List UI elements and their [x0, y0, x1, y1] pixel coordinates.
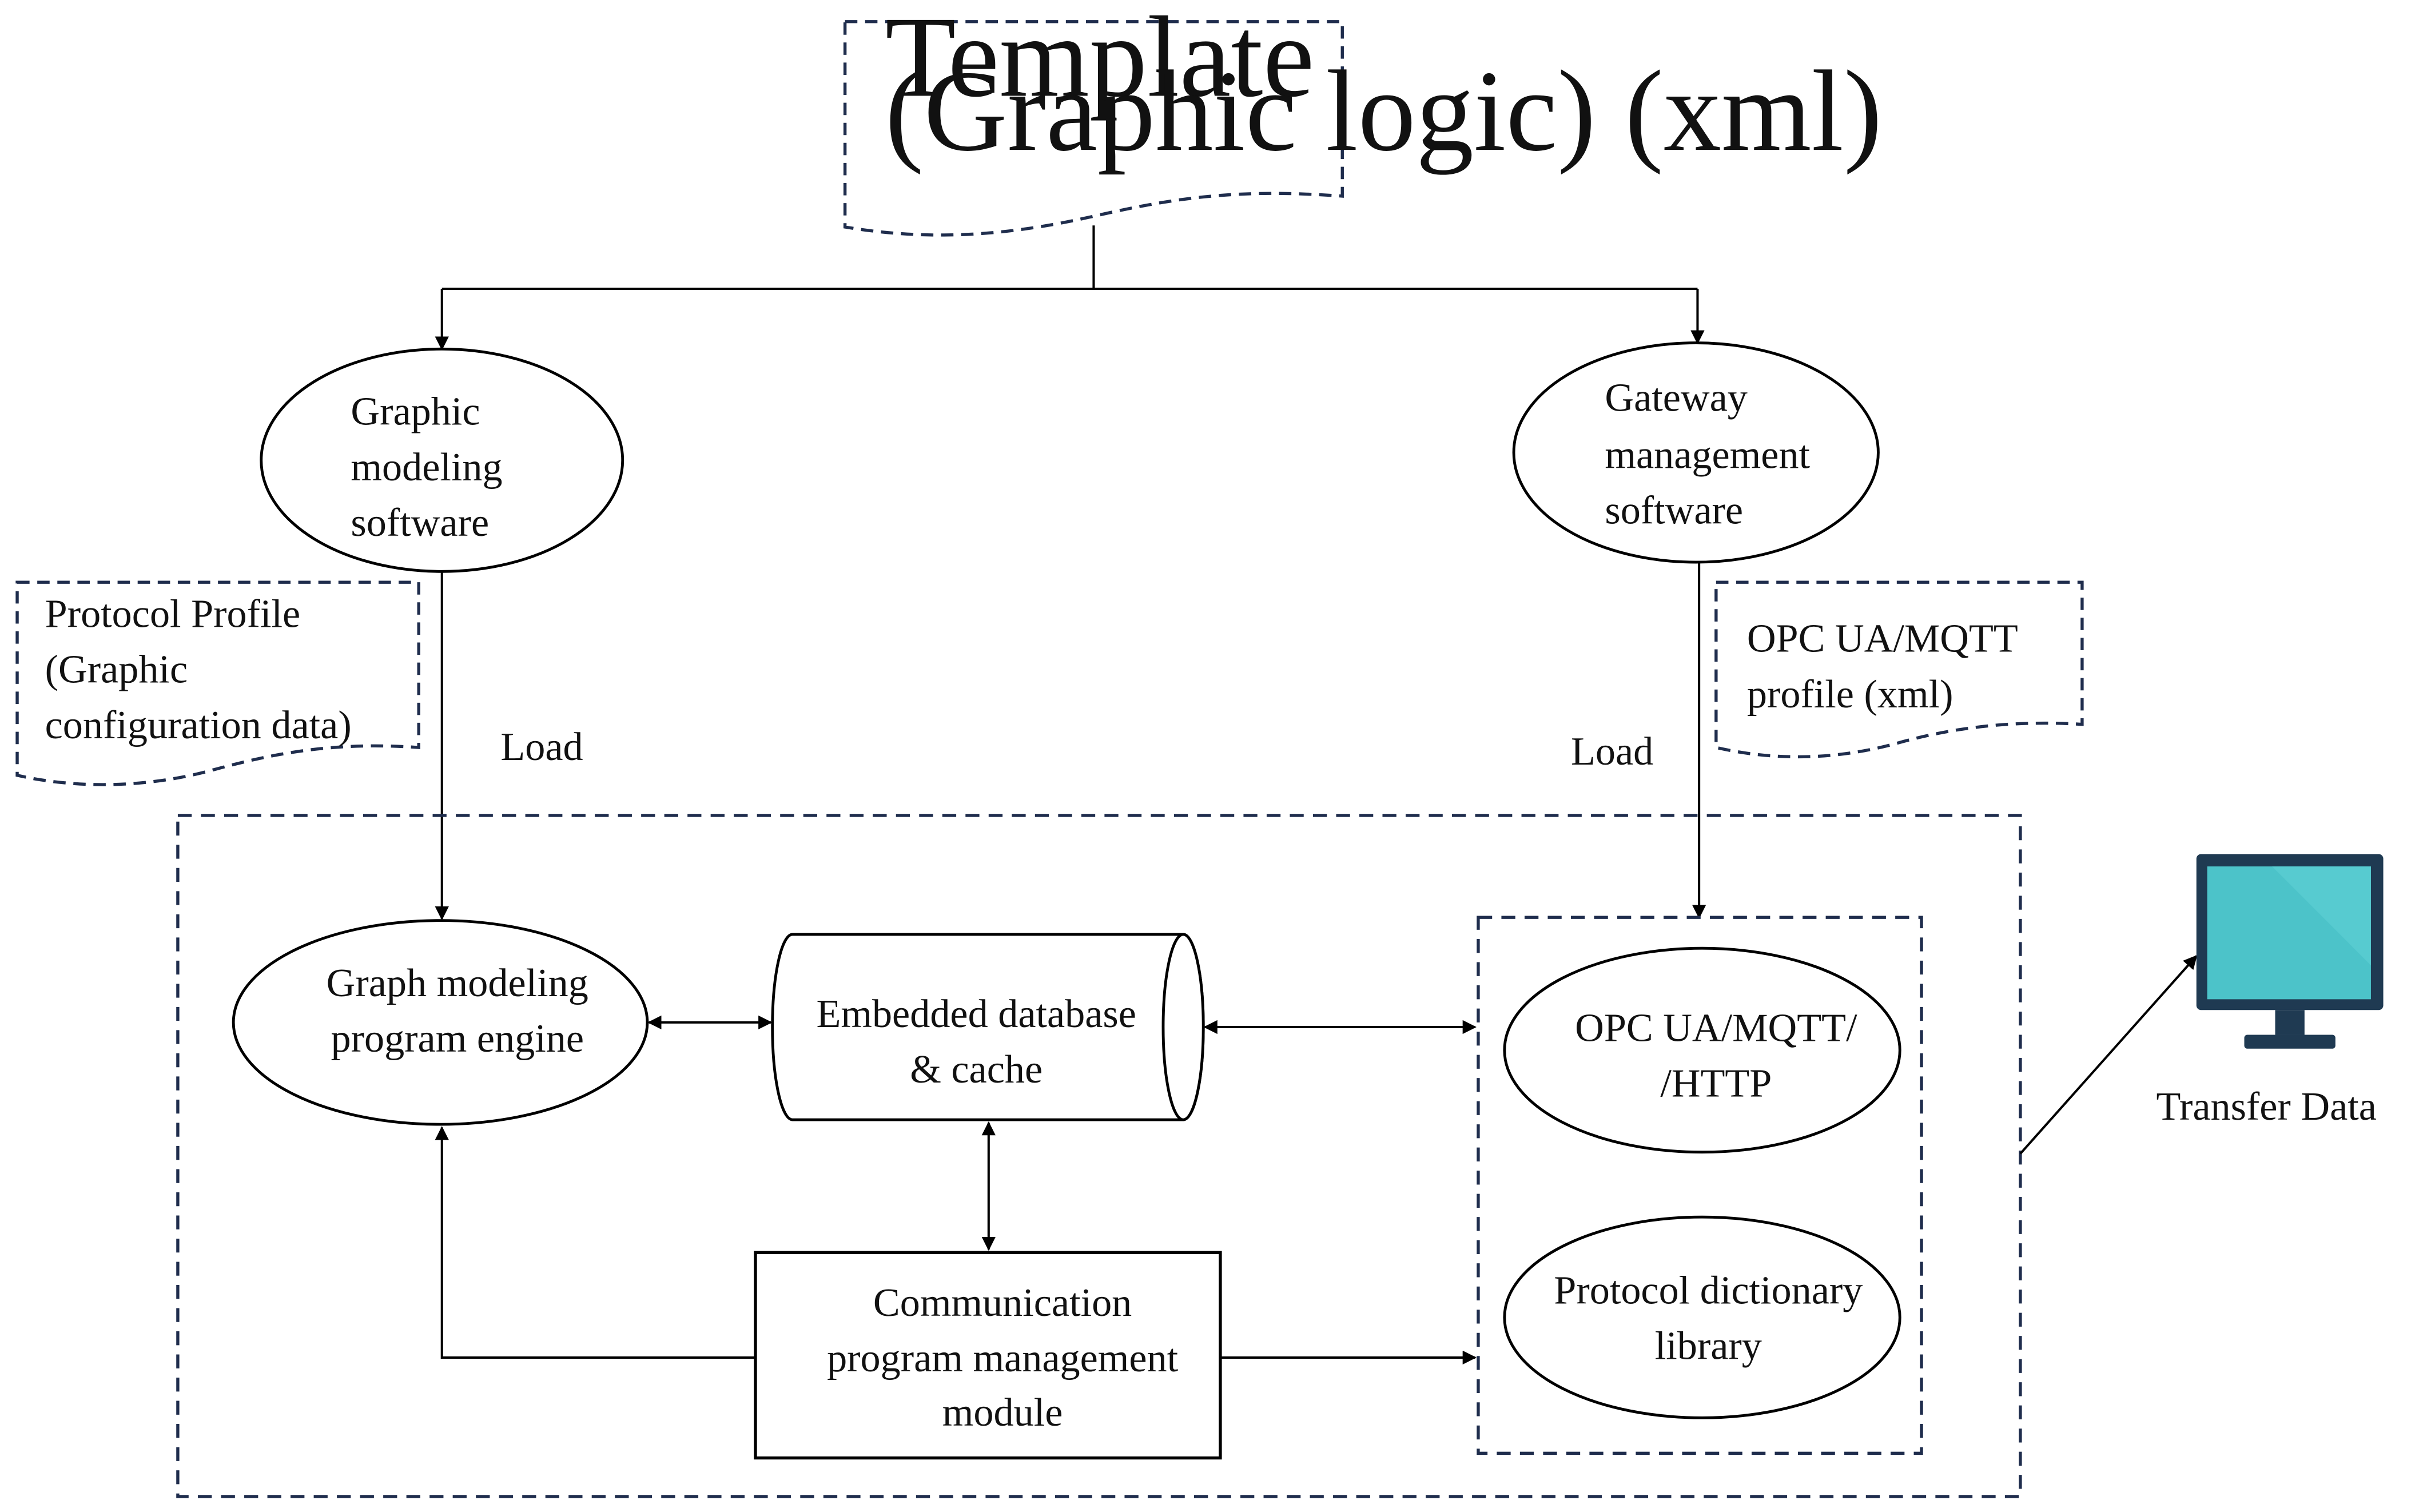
opc-protocols-node: OPC UA/MQTT/ /HTTP [1503, 946, 1901, 1154]
embedded-db-line-1: Embedded database [816, 992, 1136, 1036]
gateway-system-container [176, 814, 2022, 1498]
protocol-dictionary-line-2: library [1655, 1324, 1762, 1368]
opc-profile-document: OPC UA/MQTT profile (xml) [1714, 580, 2084, 759]
protocol-dictionary-node: Protocol dictionary library [1503, 1215, 1901, 1419]
gateway-management-software-line-3: software [1605, 488, 1743, 533]
comm-module-line-1: Communication [873, 1280, 1132, 1325]
protocol-profile-document: Protocol Profile (Graphic configuration … [15, 580, 420, 786]
comm-module-line-2: program management [827, 1336, 1179, 1380]
graphic-modeling-software-line-1: Graphic [351, 389, 480, 434]
protocol-stack-container [1477, 916, 1923, 1455]
gateway-management-software-line-1: Gateway [1605, 375, 1747, 420]
graph-engine-line-2: program engine [331, 1016, 584, 1061]
protocol-profile-line-2: (Graphic [45, 647, 188, 692]
gateway-management-software-line-2: management [1605, 432, 1810, 477]
template-doc-line-1: Template [885, 0, 1315, 121]
protocol-profile-line-1: Protocol Profile [45, 591, 301, 636]
protocol-dictionary-line-1: Protocol dictionary [1554, 1268, 1863, 1312]
template-doc-line-2: (Graphic logic) (xml) [885, 47, 1883, 175]
monitor-icon [2196, 854, 2384, 1049]
internal-connectors [435, 954, 2198, 1365]
graph-modeling-engine-node: Graph modeling program engine [232, 919, 649, 1126]
transfer-data-label: Transfer Data [2157, 1084, 2377, 1129]
opc-protocols-line-1: OPC UA/MQTT/ [1575, 1005, 1857, 1050]
opc-profile-line-2: profile (xml) [1747, 672, 1953, 717]
protocol-profile-line-3: configuration data) [45, 703, 352, 747]
graphic-modeling-software-line-2: modeling [351, 445, 502, 490]
load-label-left: Load [500, 725, 583, 769]
communication-module-node: Communication program management module [754, 1251, 1222, 1460]
template-document: Template (Graphic logic) (xml) [843, 0, 1883, 237]
graph-engine-line-1: Graph modeling [327, 961, 588, 1005]
load-connectors [435, 562, 1706, 921]
load-label-right: Load [1571, 729, 1653, 774]
graphic-modeling-software-node: Graphic modeling software [260, 347, 624, 573]
embedded-database-node: Embedded database & cache [771, 933, 1205, 1121]
embedded-db-line-2: & cache [910, 1047, 1043, 1092]
gateway-management-software-node: Gateway management software [1512, 341, 1880, 564]
opc-protocols-line-2: /HTTP [1660, 1061, 1772, 1106]
graphic-modeling-software-line-3: software [351, 500, 489, 545]
comm-module-line-3: module [942, 1390, 1063, 1435]
template-split-connector [435, 225, 1705, 351]
opc-profile-line-1: OPC UA/MQTT [1747, 616, 2018, 661]
